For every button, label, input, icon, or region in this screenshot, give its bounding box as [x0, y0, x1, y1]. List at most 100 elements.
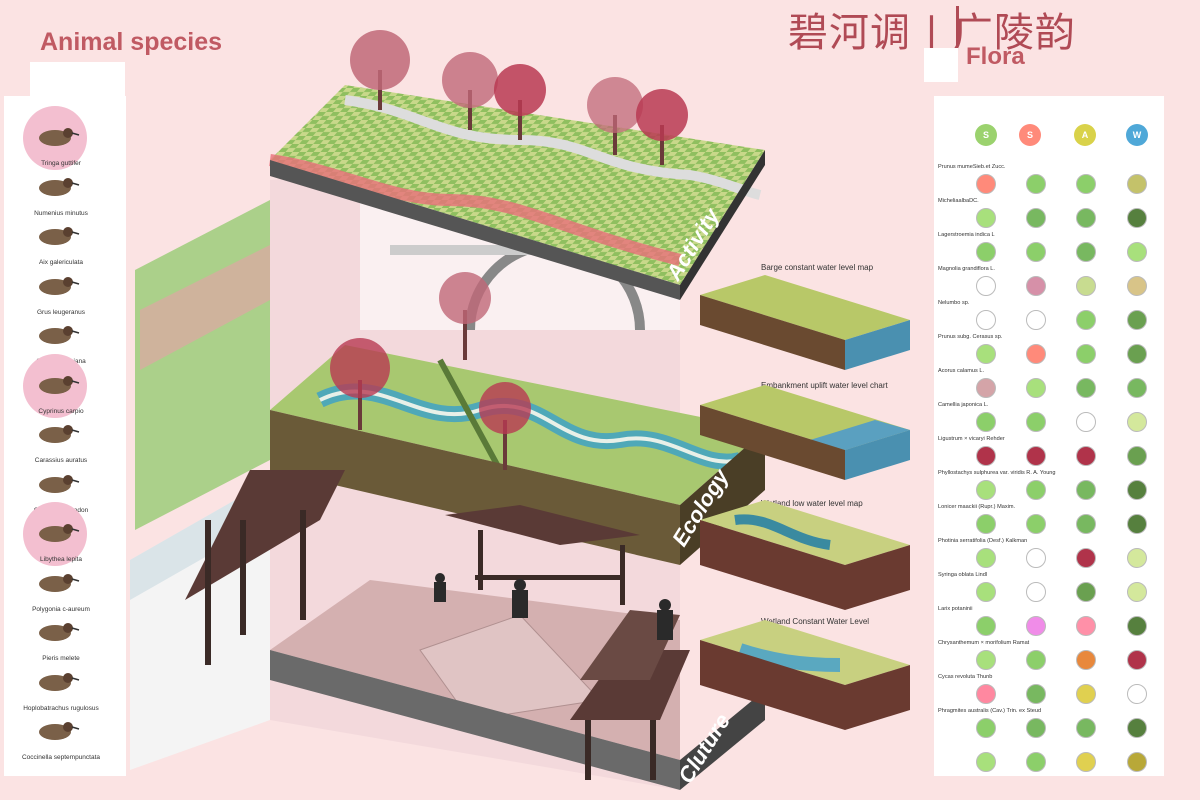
- season-color-dot: [976, 650, 996, 670]
- flora-panel-tab: [924, 48, 958, 82]
- season-color-dot: [1026, 446, 1046, 466]
- season-color-dot: [1026, 514, 1046, 534]
- season-color-dot: [976, 344, 996, 364]
- season-color-dot: [1076, 582, 1096, 602]
- season-color-dot: [1127, 344, 1147, 364]
- season-color-dot: [976, 752, 996, 772]
- crane-icon: [39, 276, 80, 295]
- water-level-label: Barge constant water level map: [761, 263, 874, 272]
- season-color-dot: [1076, 344, 1096, 364]
- animal-item: Polygonia c-aureum: [0, 564, 122, 614]
- carp-icon: [39, 375, 80, 394]
- animal-name: Hoplobatrachus rugulosus: [23, 704, 99, 712]
- sandpiper-icon: [39, 128, 80, 146]
- season-color-dot: [1076, 752, 1096, 772]
- plant-name: Prunus subg. Cerasus sp.: [938, 334, 1003, 340]
- plant-name: Phragmites australis (Cav.) Trin. ex Ste…: [938, 708, 1042, 714]
- season-color-dot: [1026, 582, 1046, 602]
- animal-name: Pieris melete: [42, 655, 80, 662]
- frog-icon: [39, 672, 80, 691]
- curlew-icon: [39, 177, 80, 196]
- season-color-dot: [1026, 684, 1046, 704]
- animal-item: Grus leugeranus: [0, 267, 122, 317]
- animal-name: Polygonia c-aureum: [32, 605, 90, 613]
- animal-item: Libythea lepita: [0, 502, 122, 566]
- season-color-dot: [1076, 480, 1096, 500]
- animal-item: Cyprinus carpio: [0, 353, 122, 418]
- water-level-block-embankment: [700, 385, 910, 480]
- plant-name: Phyllostachys sulphurea var. viridis R. …: [938, 470, 1056, 476]
- animal-item: Carassius auratus: [0, 415, 122, 465]
- season-color-dot: [976, 616, 996, 636]
- season-color-dot: [976, 514, 996, 534]
- season-color-dot: [976, 310, 996, 330]
- season-color-dot: [1026, 480, 1046, 500]
- season-color-dot: [1076, 412, 1096, 432]
- butterfly-icon: [39, 524, 80, 542]
- season-color-dot: [1127, 684, 1147, 704]
- season-circle: S: [975, 124, 997, 146]
- title-divider: [956, 6, 959, 46]
- orange-butterfly-icon: [39, 573, 80, 592]
- animal-name: Tringa guttifer: [41, 160, 81, 167]
- pavilion-center: [445, 505, 640, 605]
- season-color-dot: [1127, 514, 1147, 534]
- season-color-dot: [976, 174, 996, 194]
- season-color-dot: [1127, 446, 1147, 466]
- season-color-dot: [1026, 208, 1046, 228]
- plant-name: Ligustrum × vicaryi Rehder: [938, 436, 1005, 442]
- ecology-stream-highlight: [319, 389, 741, 464]
- season-color-dot: [976, 208, 996, 228]
- season-color-dot: [1127, 242, 1147, 262]
- plant-name: MicheliaalbaDC.: [938, 198, 979, 204]
- season-color-dot: [976, 480, 996, 500]
- animal-name: Cyprinus carpio: [38, 407, 84, 415]
- season-color-dot: [1076, 378, 1096, 398]
- plant-name: Lagerstroemia indica L: [938, 232, 995, 238]
- plant-name: Camellia japonica L.: [938, 402, 989, 408]
- season-color-dot: [1127, 174, 1147, 194]
- plant-name: Lonicer maackii (Rupr.) Maxim.: [938, 504, 1016, 510]
- animal-name: Grus leugeranus: [36, 308, 86, 316]
- plant-name: Photinia serratifolia (Desf.) Kalkman: [938, 538, 1028, 544]
- animal-name: Coccinella septempunctata: [21, 754, 101, 761]
- water-level-block-wetland-constant: [700, 620, 910, 730]
- season-color-dot: [976, 412, 996, 432]
- season-color-dot: [1026, 310, 1046, 330]
- season-color-dot: [1026, 174, 1046, 194]
- activity-layer-side-edge: [680, 150, 765, 300]
- flora-title: Flora: [966, 43, 1025, 70]
- activity-pink-band: [269, 154, 682, 266]
- season-color-dot: [1026, 344, 1046, 364]
- season-color-dot: [976, 582, 996, 602]
- flora-panel: [934, 96, 1164, 776]
- season-circle: A: [1074, 124, 1096, 146]
- season-color-dot: [1127, 276, 1147, 296]
- plant-name: Nelumbo sp.: [938, 300, 970, 306]
- plant-name: Syringa oblata Lindl: [938, 572, 988, 578]
- season-color-dot: [976, 446, 996, 466]
- water-level-label: Wetland Constant Water Level: [761, 617, 870, 626]
- season-color-dot: [1076, 174, 1096, 194]
- water-level-label: Embankment uplift water level chart: [761, 381, 888, 390]
- season-color-dot: [1026, 548, 1046, 568]
- season-color-dot: [1076, 650, 1096, 670]
- season-circle: S: [1019, 124, 1041, 146]
- tree-icons: [330, 30, 688, 470]
- animal-name: Numenius minutus: [34, 209, 88, 217]
- water-level-block-barge: [700, 275, 910, 370]
- season-color-dot: [1026, 616, 1046, 636]
- season-color-dot: [1026, 752, 1046, 772]
- season-color-dot: [1127, 582, 1147, 602]
- stork-icon: [39, 326, 80, 344]
- season-color-dot: [1076, 310, 1096, 330]
- plant-name: Chrysanthemum × morifolium Ramat: [938, 640, 1030, 646]
- season-color-dot: [1076, 548, 1096, 568]
- plant-name: Magnolia grandiflora L.: [938, 266, 995, 272]
- plant-name: Larix potaninii: [938, 606, 973, 612]
- season-color-dot: [1127, 752, 1147, 772]
- mandarin-duck-icon: [39, 227, 80, 245]
- plant-name: Acorus calamus L.: [938, 368, 985, 374]
- season-color-dot: [1127, 378, 1147, 398]
- season-color-dot: [1026, 718, 1046, 738]
